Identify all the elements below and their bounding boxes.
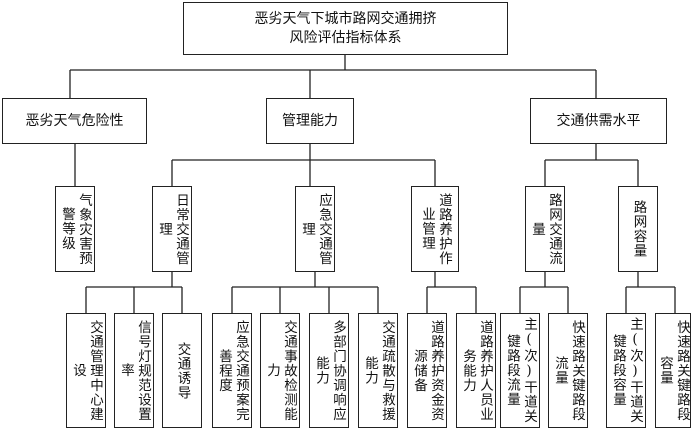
connector-capacity [625, 272, 676, 313]
level3-node-maintenance-staff: 道路养护人员业务能力 [456, 313, 496, 428]
level3-node-emergency-plan: 应急交通预案完善程度 [212, 313, 252, 428]
level2-node-emergency: 应急交通管理 [295, 186, 335, 272]
level3-node-guidance: 交通诱导 [162, 313, 202, 428]
root-title-line1: 恶劣天气下城市路网交通拥挤 [254, 10, 437, 27]
level3-node-control-center: 交通管理中心建设 [66, 313, 106, 428]
level1-node-supply-demand: 交通供需水平 [530, 98, 667, 144]
level3-node-arterial-capacity: 主(次)干道关键路段容量 [606, 313, 646, 428]
connector-daily [85, 272, 183, 313]
level3-node-expressway-capacity: 快速路关键路段容量 [655, 313, 691, 428]
root-node: 恶劣天气下城市路网交通拥挤 风险评估指标体系 [183, 2, 508, 55]
connector-emergency [231, 272, 379, 313]
connector-management [171, 144, 436, 186]
level3-node-maintenance-funds: 道路养护资金资源储备 [407, 313, 447, 428]
connector-maintenance [426, 272, 477, 313]
level2-node-maintenance: 道路养护作业管理 [411, 186, 459, 272]
connector-flow [519, 272, 569, 313]
connector-supply-demand [544, 144, 639, 186]
level3-node-evacuation: 交通疏散与救援能力 [358, 313, 398, 428]
level3-node-accident-detection: 交通事故检测能力 [260, 313, 300, 428]
level2-node-daily: 日常交通管理 [152, 186, 192, 272]
level1-node-management: 管理能力 [266, 98, 354, 144]
level3-node-arterial-flow: 主(次)干道关键路段流量 [500, 313, 540, 428]
connector-root [69, 55, 597, 98]
level2-node-warning: 气象灾害预警等级 [55, 186, 95, 272]
level3-node-expressway-flow: 快速路关键路段流量 [548, 313, 588, 428]
root-title-line2: 风险评估指标体系 [289, 29, 402, 46]
level1-node-hazard: 恶劣天气危险性 [2, 98, 147, 144]
level3-node-signal-rate: 信号灯规范设置率 [114, 313, 154, 428]
level2-node-network-capacity: 路网容量 [618, 186, 658, 272]
level2-node-network-flow: 路网交通流量 [525, 186, 565, 272]
level3-node-coordination: 多部门协调响应能力 [309, 313, 349, 428]
